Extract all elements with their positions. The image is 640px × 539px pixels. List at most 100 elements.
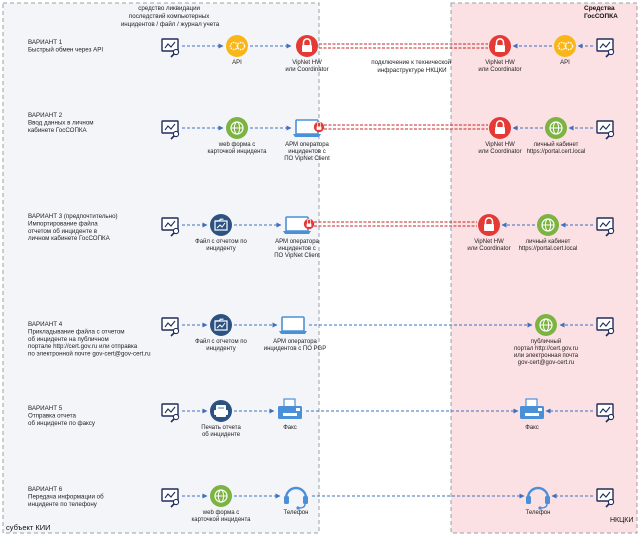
api-gear-icon [554, 35, 576, 57]
node-label-line: или Coordinator [478, 149, 521, 155]
node-label-line: карточкой инцидента [208, 148, 268, 155]
node-label-line: VipNet HW [485, 142, 515, 148]
nkcki-label: НКЦКИ [610, 517, 633, 524]
node-label-line: личный кабинет [526, 238, 571, 245]
incident-monitor-icon [596, 403, 615, 423]
incident-monitor-icon [161, 317, 180, 337]
node-label-line: Телефон [526, 510, 551, 516]
web-globe-icon [210, 485, 232, 507]
channel-note: подключение к технической инфраструктуре… [371, 59, 453, 74]
node-label-line: web форма с [202, 510, 239, 516]
variant-title-line: портале http://cert.gov.ru или отправка [28, 343, 138, 350]
node-label-line: публичный [531, 338, 561, 345]
top-note-line: инцидентов / файл / журнал учета [121, 21, 220, 28]
vipnet-lock-icon [296, 35, 318, 57]
node-label-line: личный кабинет [534, 141, 579, 148]
node-label-line: API [232, 60, 242, 66]
gossopka-label-line: ГосСОПКА [584, 13, 618, 20]
node-label-line: https://portal.cert.local [527, 149, 586, 155]
node-label-line: Файл с отчетом по [195, 338, 247, 345]
variant-title-line: Импортирование файла [28, 220, 98, 227]
fax-icon [520, 398, 544, 419]
variant-title-line: ВАРИАНТ 5 [28, 405, 63, 412]
variant-title-line: отчетом об инциденте в [28, 228, 98, 235]
incident-monitor-icon [161, 488, 180, 508]
node-label: Факс [283, 425, 297, 431]
api-gear-icon [226, 35, 248, 57]
report-file-icon [210, 214, 232, 236]
incident-monitor-icon [596, 120, 615, 140]
vipnet-lock-icon [489, 35, 511, 57]
variant-title: ВАРИАНТ 3 (предпочтительно)Импортировани… [28, 213, 118, 242]
node-label-line: ПО VipNet Client [274, 253, 320, 259]
laptop-lock-icon [293, 119, 325, 137]
variant-title-line: Ввод данных в личном [28, 119, 94, 126]
top-note-line: последствий компьютерных [129, 13, 210, 20]
gossopka-label-line: Средства [584, 5, 615, 12]
node-label: API [232, 60, 242, 66]
node-label-line: инцидентов с [278, 246, 315, 252]
incident-monitor-icon [161, 38, 180, 58]
node-label-line: инцидентов с ПО PGP [264, 346, 326, 352]
variant-title-line: ВАРИАНТ 2 [28, 112, 63, 119]
node-label-line: API [560, 60, 570, 66]
fax-icon [278, 398, 302, 419]
node-label-line: Факс [525, 425, 539, 431]
web-globe-icon [545, 117, 567, 139]
subject-kii-label: субъект КИИ [6, 523, 51, 532]
node-label-line: VipNet HW [292, 60, 322, 66]
variant-title-line: ВАРИАНТ 4 [28, 321, 63, 328]
variant-title-line: Быстрый обмен через API [28, 46, 103, 53]
channel-note-line: подключение к технической [371, 59, 451, 66]
variant-title-line: личном кабинете ГосСОПКА [28, 235, 111, 242]
node-label-line: Факс [283, 425, 297, 431]
node-label-line: или Coordinator [285, 67, 328, 73]
phone-headset-icon [526, 486, 550, 510]
node-label-line: или Coordinator [467, 246, 510, 252]
incident-monitor-icon [161, 217, 180, 237]
web-globe-icon [535, 314, 557, 336]
node-label-line: инциденту [206, 346, 235, 352]
incident-monitor-icon [596, 317, 615, 337]
node-label: API [560, 60, 570, 66]
nodes-layer [161, 35, 615, 510]
node-label-line: портал http://cert.gov.ru [514, 346, 578, 352]
node-label-line: АРМ оператора [285, 142, 329, 148]
node-label-line: Телефон [284, 510, 309, 516]
incident-monitor-icon [596, 488, 615, 508]
variant-title-line: об инциденте на публичном [28, 336, 109, 343]
web-globe-icon [537, 214, 559, 236]
node-label: Телефон [284, 510, 309, 516]
node-label-line: VipNet HW [474, 239, 504, 245]
node-label-line: или Coordinator [478, 67, 521, 73]
node-label-line: gov-cert@gov-cert.ru [518, 360, 574, 366]
variant-title-line: об инциденте по факсу [28, 420, 96, 427]
node-label: Телефон [526, 510, 551, 516]
node-label-line: Файл с отчетом по [195, 238, 247, 245]
print-report-icon [210, 400, 232, 422]
node-label-line: ПО VipNet Client [284, 156, 330, 162]
gossopka-zone [450, 2, 638, 534]
incident-monitor-icon [596, 217, 615, 237]
variant-title-line: Прикладывание файла с отчетом [28, 328, 125, 335]
variant-title-line: ВАРИАНТ 3 (предпочтительно) [28, 213, 118, 220]
variant-title-line: кабинете ГосСОПКА [28, 127, 88, 134]
node-label-line: или электронная почта [514, 353, 579, 359]
